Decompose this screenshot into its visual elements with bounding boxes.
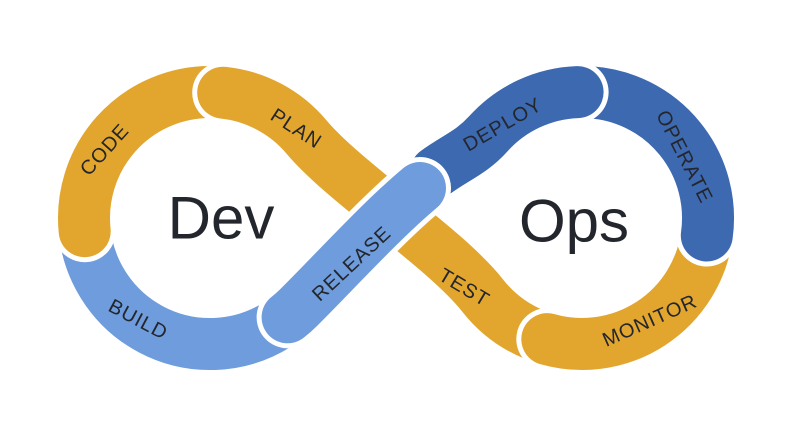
release-band-shape — [261, 162, 446, 344]
band-release — [256, 157, 451, 349]
operate-band-shape — [564, 66, 735, 262]
dev-text: Dev — [168, 185, 275, 252]
band-operate — [559, 61, 740, 267]
band-deploy — [405, 61, 609, 203]
band-code — [53, 61, 241, 263]
ops-text: Ops — [519, 188, 629, 255]
deploy-band-shape — [410, 66, 604, 198]
code-band-shape — [58, 66, 236, 258]
